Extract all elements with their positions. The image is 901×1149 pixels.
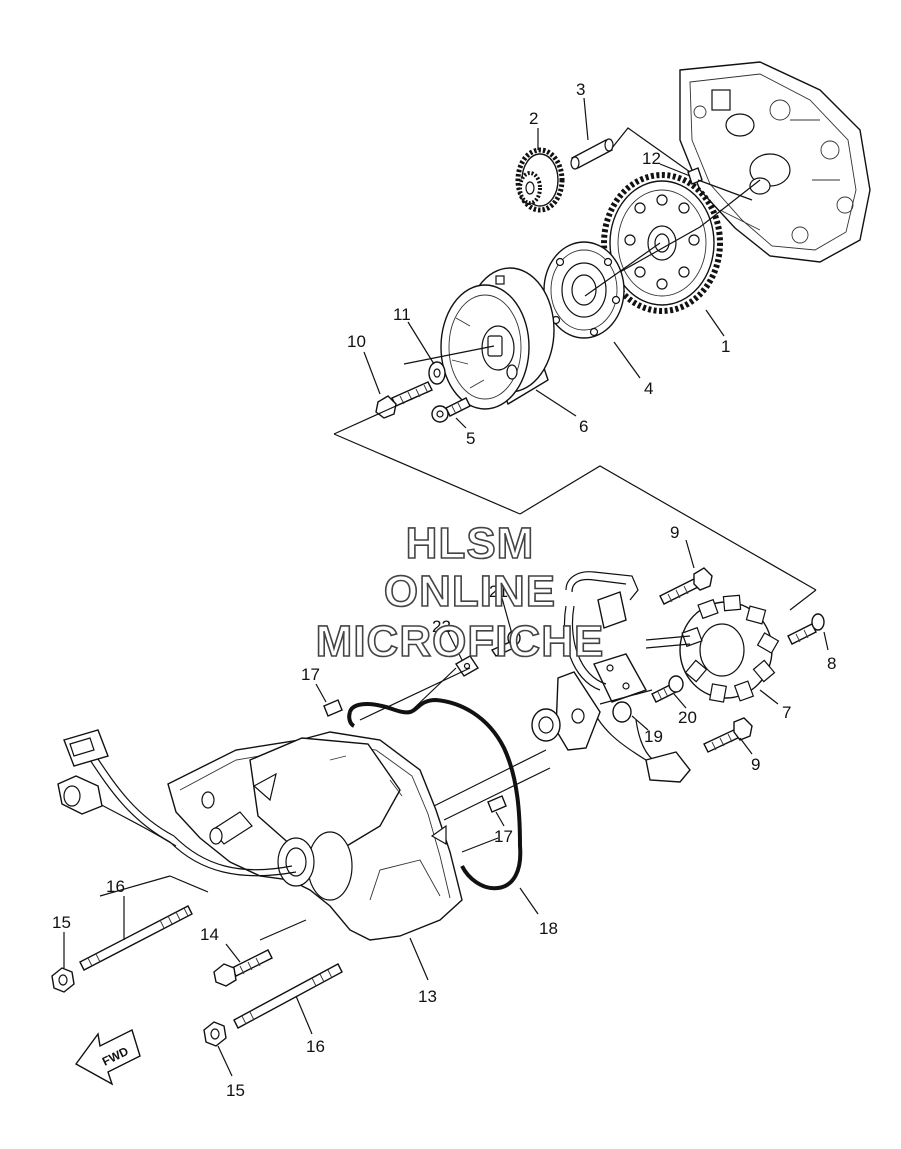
callout-20: 20 bbox=[678, 708, 697, 727]
callout-9-upper: 9 bbox=[670, 523, 679, 542]
cover-bolt bbox=[213, 949, 273, 987]
screw-21 bbox=[490, 630, 521, 657]
assembly-lines-lower bbox=[99, 667, 653, 941]
callout-12: 12 bbox=[642, 149, 661, 168]
fwd-direction-arrow: FWD bbox=[74, 1029, 141, 1086]
crankcase-cover bbox=[167, 731, 463, 941]
callout-6: 6 bbox=[579, 417, 588, 436]
stator-bolt-lower bbox=[703, 717, 753, 753]
seal-bracket bbox=[531, 671, 601, 751]
watermark-line-2: ONLINE bbox=[384, 567, 556, 616]
callout-4: 4 bbox=[644, 379, 653, 398]
watermark: HLSM ONLINE MICROFICHE bbox=[315, 518, 605, 667]
watermark-line-1: HLSM bbox=[406, 519, 535, 568]
stator-bolt-upper bbox=[659, 567, 713, 605]
wire-harness bbox=[57, 729, 297, 877]
callout-10: 10 bbox=[347, 332, 366, 351]
callout-2: 2 bbox=[529, 109, 538, 128]
callout-1: 1 bbox=[721, 337, 730, 356]
starter-clutch bbox=[543, 241, 625, 339]
assembly-lines-upper bbox=[333, 127, 817, 611]
callout-17-lower: 17 bbox=[494, 827, 513, 846]
callout-15-lower: 15 bbox=[226, 1081, 245, 1100]
dowel-pin-lower bbox=[487, 795, 507, 813]
callout-14: 14 bbox=[200, 925, 219, 944]
pickup-coil-screw-20 bbox=[651, 675, 684, 703]
crankcase-outline bbox=[679, 61, 871, 263]
callout-15-upper: 15 bbox=[52, 913, 71, 932]
callout-16-lower: 16 bbox=[306, 1037, 325, 1056]
starter-wheel-gear bbox=[601, 172, 723, 314]
callout-19: 19 bbox=[644, 727, 663, 746]
stator-assembly bbox=[679, 594, 780, 703]
callout-5: 5 bbox=[466, 429, 475, 448]
callout-labels: 1 2 3 4 5 6 7 8 9 9 10 11 12 13 14 15 15… bbox=[52, 80, 836, 1100]
callout-8: 8 bbox=[827, 654, 836, 673]
callout-7: 7 bbox=[782, 703, 791, 722]
rotor-bolt bbox=[375, 381, 433, 419]
rotor-flywheel bbox=[440, 267, 555, 410]
callout-21: 21 bbox=[489, 582, 508, 601]
callout-3: 3 bbox=[576, 80, 585, 99]
nut-lower bbox=[203, 1021, 227, 1047]
callout-16-upper: 16 bbox=[106, 877, 125, 896]
callout-13: 13 bbox=[418, 987, 437, 1006]
long-bolt-upper bbox=[79, 905, 193, 971]
watermark-line-3: MICROFICHE bbox=[316, 617, 605, 666]
long-bolt-lower bbox=[233, 963, 343, 1029]
idler-gear bbox=[515, 147, 565, 213]
idler-shaft bbox=[570, 138, 614, 170]
callout-9-lower: 9 bbox=[751, 755, 760, 774]
nut-upper bbox=[51, 967, 75, 993]
clutch-screw bbox=[431, 397, 471, 423]
stator-bolt-8 bbox=[787, 613, 825, 645]
callout-leaders bbox=[63, 97, 829, 1077]
callout-22: 22 bbox=[432, 617, 451, 636]
dowel-pin-upper bbox=[323, 699, 343, 717]
callout-18: 18 bbox=[539, 919, 558, 938]
pickup-coil-and-wiring bbox=[563, 571, 691, 783]
callout-11: 11 bbox=[393, 305, 411, 324]
callout-17-upper: 17 bbox=[301, 665, 320, 684]
plain-washer bbox=[428, 361, 446, 385]
